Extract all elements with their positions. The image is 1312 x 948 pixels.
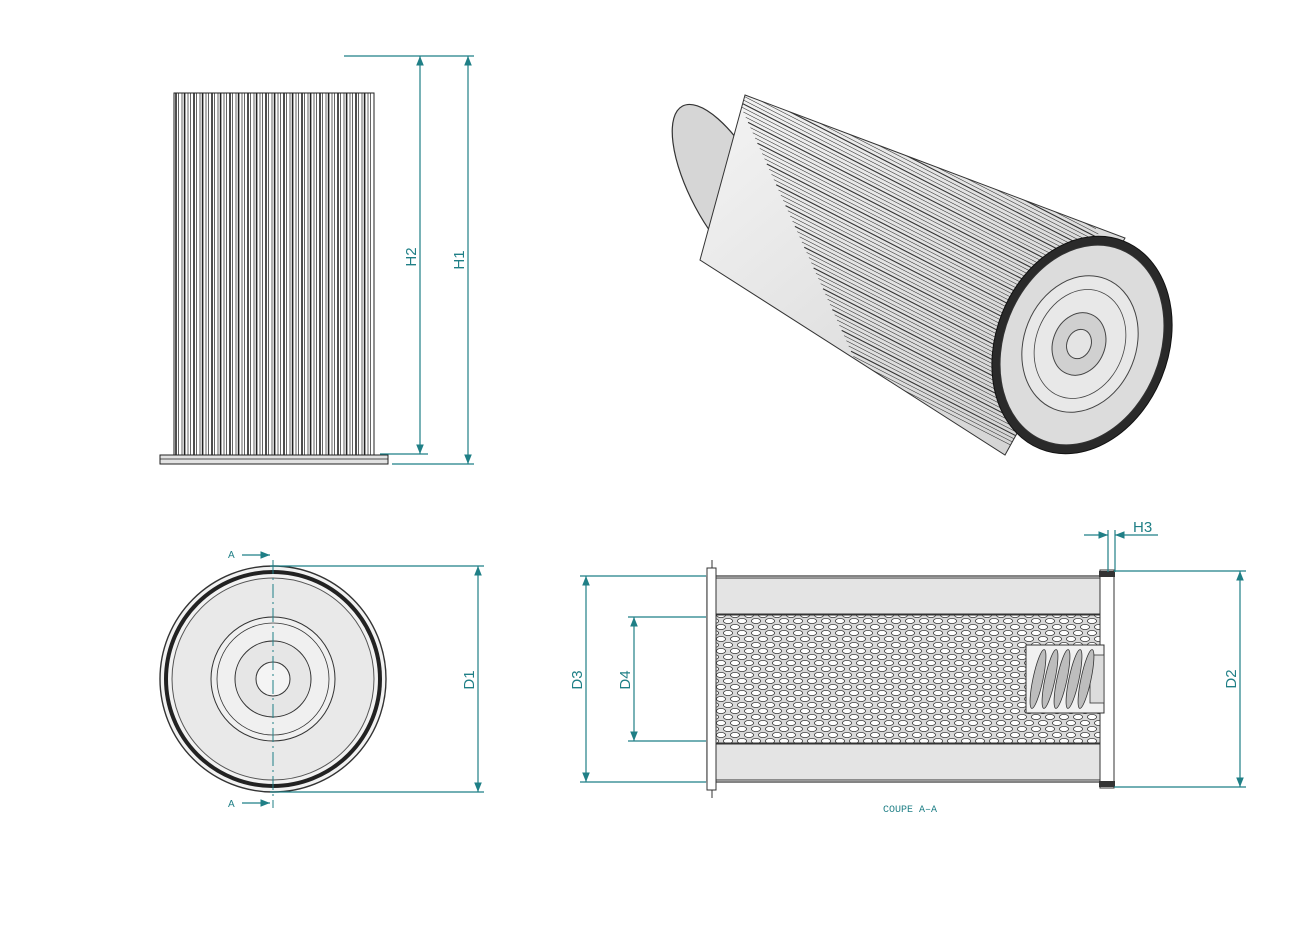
isometric-view [671, 94, 1173, 456]
d1-label: D1 [461, 670, 478, 689]
h3-label: H3 [1133, 519, 1152, 536]
top-seal [1099, 571, 1115, 577]
d4-label: D4 [617, 670, 634, 689]
section-caption: COUPE A–A [883, 805, 937, 816]
upper-media [706, 577, 1112, 615]
h2-label: H2 [403, 247, 420, 266]
bottom-seal [1099, 781, 1115, 787]
end-view: A A D1 [159, 550, 484, 810]
left-end-plate [706, 567, 717, 791]
section-mark-bottom: A [228, 799, 235, 810]
lower-media [706, 743, 1112, 781]
d3-label: D3 [569, 670, 586, 689]
bottom-flange [159, 454, 389, 465]
d2-label: D2 [1223, 669, 1240, 688]
section-mark-top: A [228, 550, 235, 561]
pleat-lines [175, 93, 371, 455]
section-view: D3 D4 D2 H3 COUPE A–A [569, 519, 1246, 816]
bypass-spring [1025, 644, 1105, 714]
h1-label: H1 [451, 250, 468, 269]
front-view: H2 H1 [159, 55, 474, 465]
front-end-cap [991, 235, 1173, 455]
